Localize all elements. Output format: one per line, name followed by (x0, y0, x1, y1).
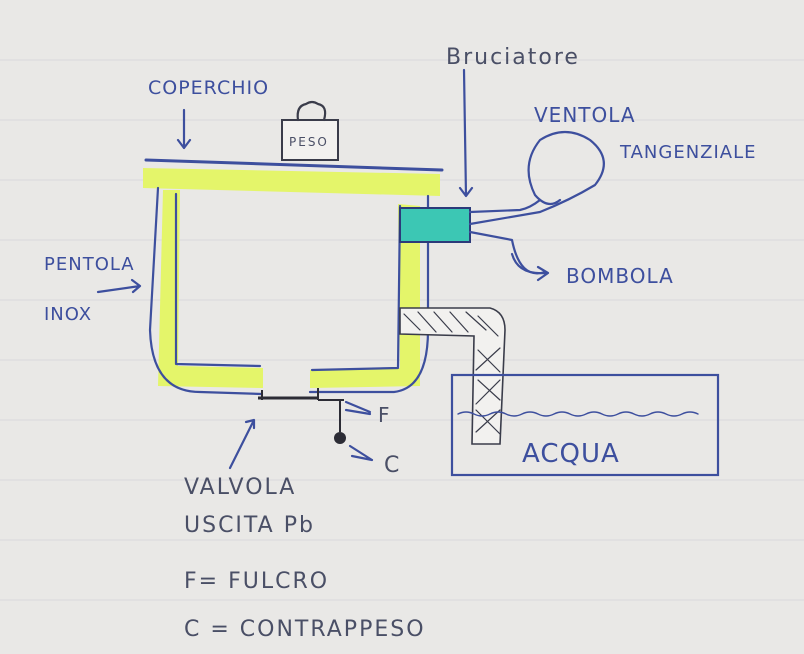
water-surface (457, 411, 699, 417)
pot-outline (148, 186, 430, 396)
burner (399, 207, 471, 243)
gas-arrow-icon (510, 252, 550, 282)
label-legend-contrappeso: C = CONTRAPPESO (184, 617, 426, 642)
bruciatore-arrow-icon (458, 68, 474, 198)
fan-loop-icon (468, 130, 605, 226)
label-bombola: BOMBOLA (566, 264, 674, 288)
label-valvola-line2: USCITA Pb (184, 513, 315, 538)
label-legend-fulcro: F= FULCRO (184, 569, 329, 594)
water-tank (450, 373, 720, 477)
label-pentola-line2: INOX (44, 304, 92, 325)
pot-inner-outline (174, 192, 402, 372)
weight-block (281, 100, 339, 161)
pot-insulation (143, 168, 440, 388)
fan-duct (468, 198, 542, 214)
label-ventola-line2: TANGENZIALE (619, 142, 757, 163)
label-peso: PESO (289, 135, 329, 149)
gas-tube (468, 230, 547, 275)
label-bruciatore: Bruciatore (446, 45, 580, 70)
pentola-arrow-icon (96, 278, 142, 294)
contrappeso-arrow-icon (348, 444, 374, 462)
exhaust-pipe (399, 307, 506, 445)
label-valvola-line1: VALVOLA (184, 475, 296, 500)
label-pentola-line1: PENTOLA (44, 254, 135, 275)
valve-lever (258, 388, 346, 444)
label-acqua: ACQUA (522, 439, 620, 469)
lid-line (144, 158, 444, 172)
label-coperchio: COPERCHIO (148, 77, 269, 99)
label-ventola-line1: VENTOLA (534, 103, 636, 127)
label-contrappeso-letter: C (384, 453, 401, 478)
valvola-arrow-icon (228, 418, 256, 470)
fulcro-arrow-icon (344, 400, 372, 416)
coperchio-arrow-icon (176, 108, 192, 150)
label-fulcro-letter: F (378, 403, 392, 427)
